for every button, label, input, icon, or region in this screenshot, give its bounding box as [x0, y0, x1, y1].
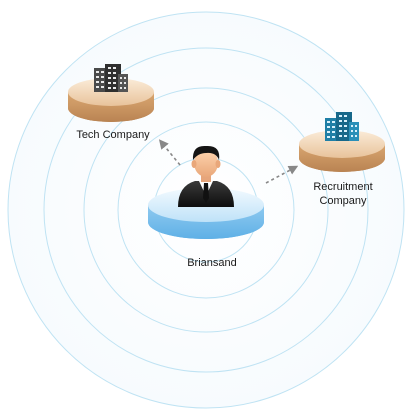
node-recruitment-company[interactable] [299, 112, 385, 172]
ring-2 [117, 121, 295, 299]
recruitment-company-label-line1: Recruitment [313, 181, 373, 193]
office-building-icon [325, 112, 359, 141]
tech-company-label-line1: Tech Company [76, 129, 150, 141]
arrow-to-recruitment-company [265, 165, 299, 184]
recruitment-company-label-line2: Company [319, 195, 367, 207]
center-person-label: Briansand [152, 256, 272, 270]
recruitment-company-label: Recruitment Company [288, 180, 398, 208]
arrow-to-tech-company [158, 139, 181, 166]
platform-tan [299, 130, 385, 172]
businessman-icon [178, 145, 234, 207]
connection-arrows [158, 139, 299, 184]
node-tech-company[interactable] [68, 64, 154, 122]
office-building-icon [94, 64, 128, 92]
node-center-person[interactable] [148, 145, 264, 239]
ring-3 [83, 87, 329, 333]
ring-4 [43, 47, 369, 373]
center-person-name: Briansand [187, 257, 237, 269]
tech-company-label: Tech Company [58, 128, 168, 142]
